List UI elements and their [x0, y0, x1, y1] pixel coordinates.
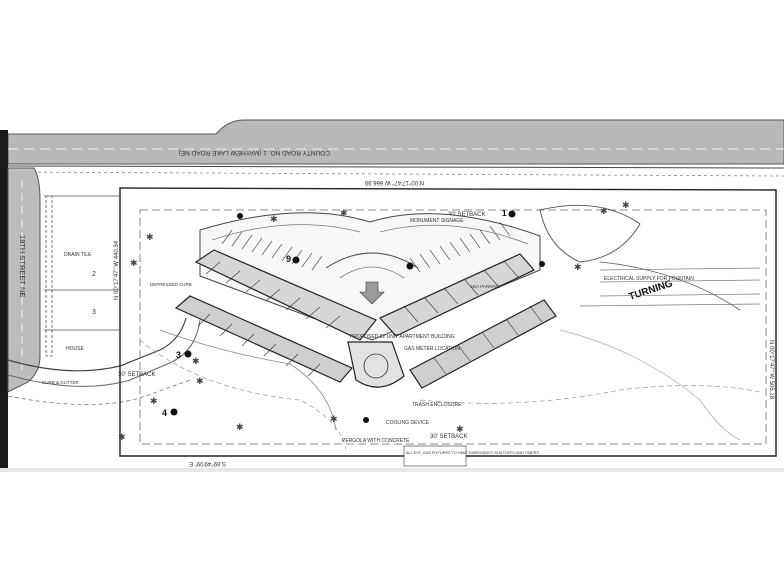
parking-lot [199, 212, 541, 341]
setback-label-top: 30' SETBACK [448, 212, 486, 218]
road-edge-line [7, 165, 784, 169]
svg-text:9: 9 [286, 254, 291, 264]
gas-meter-label: GAS METER LOCATION [404, 346, 460, 352]
setback-label-left: 30' SETBACK [118, 372, 156, 378]
tree-symbols: ✱ ✱ ✱ ✱ ✱ ✱ ✱ ✱ ✱ ✱ ✱ ✱ ✱ ✱ [118, 201, 630, 443]
street-curve-3 [7, 379, 191, 405]
drive-aisle-right [379, 224, 529, 245]
svg-text:1: 1 [502, 209, 507, 218]
drain-tile-label: DRAIN TILE [64, 252, 92, 258]
parking-stalls-right [409, 221, 511, 273]
building-wing-lower-right [409, 299, 557, 389]
svg-text:✱: ✱ [118, 433, 126, 443]
central-lobby [347, 341, 405, 388]
building-wing-upper-left [194, 249, 377, 341]
setback-line [139, 209, 767, 445]
courtyard-circle [363, 353, 389, 379]
svg-text:✱: ✱ [192, 357, 200, 367]
monument-sign-label: MONUMENT SIGNAGE [410, 218, 464, 224]
ada-parking-label: ADA PARKING [470, 284, 501, 289]
setback-label-bottom: 30' SETBACK [430, 434, 468, 440]
marker-4: 4 [162, 408, 178, 418]
marker-9: 9 [286, 254, 300, 264]
note-fixtures-label: ALL EXT. GAS FIXTURES TO HAVE EMERGENCY … [406, 451, 539, 455]
pergola-label: PERGOLA WITH CONCRETE [342, 438, 410, 444]
svg-text:✱: ✱ [456, 425, 464, 435]
turning-path [599, 261, 741, 311]
building-wing-lower-left [174, 295, 353, 383]
building-wing-upper-right [379, 253, 535, 337]
street-curve-2 [7, 319, 201, 387]
svg-text:✱: ✱ [236, 423, 244, 433]
marker-dot-right [539, 261, 545, 267]
svg-text:✱: ✱ [130, 259, 138, 269]
svg-text:✱: ✱ [146, 233, 154, 243]
marker-3: 3 [176, 350, 192, 360]
contour-1 [159, 329, 337, 431]
marker-dot-bottom [363, 417, 369, 423]
bottom-edge [0, 468, 784, 472]
dimension-lines [579, 267, 761, 307]
svg-text:✱: ✱ [574, 263, 582, 273]
house-label: HOUSE [66, 346, 84, 352]
lot-3-label: 3 [92, 309, 96, 316]
18th-street-band [7, 167, 41, 393]
bearing-bottom-label: S 89°49'09" E [189, 460, 226, 466]
unit-divisions [197, 260, 543, 377]
curb-gutter-label: CURB & GUTTER [42, 380, 80, 385]
depressed-curb-label: DEPRESSED CURB [150, 282, 192, 287]
svg-text:✱: ✱ [340, 209, 348, 219]
property-boundary [119, 187, 777, 457]
marker-dot-top [237, 213, 243, 219]
lot-2-label: 2 [92, 271, 96, 278]
cooling-device-label: COOLING DEVICE [386, 420, 430, 426]
note-box [403, 445, 467, 467]
county-road-band [7, 119, 784, 165]
contour-2 [139, 339, 347, 451]
svg-text:✱: ✱ [150, 397, 158, 407]
pond-outline [539, 204, 641, 263]
svg-text:✱: ✱ [622, 201, 630, 211]
contour-4 [559, 329, 741, 441]
18th-street-label: 18TH STREET NE [18, 235, 27, 297]
svg-text:✱: ✱ [196, 377, 204, 387]
entry-drive-arc [325, 252, 419, 269]
proposed-building-label: PROPOSED 52 UNIT APARTMENT BUILDING [350, 334, 455, 340]
marker-1: 1 [502, 209, 516, 218]
svg-text:✱: ✱ [330, 415, 338, 425]
left-parcel-lines [44, 195, 120, 357]
drive-aisle-left [211, 224, 361, 241]
entry-arrow-icon [359, 281, 385, 305]
svg-text:3: 3 [176, 350, 181, 360]
county-road-label: COUNTY ROAD NO. 1 (MAYHEW LAKE ROAD NE) [179, 149, 330, 156]
entry-drive-arc-inner [339, 266, 405, 279]
trash-enclosure-label: TRASH ENCLOSURE [412, 402, 462, 408]
electrical-label: ELECTRICAL SUPPLY FOR FOUNTAIN [604, 276, 694, 282]
bearing-top-label: N 00°17'47" W 666.99 [364, 179, 424, 185]
bearing-right-label: N 00°17'47" W 505.18 [768, 340, 774, 400]
row-line [7, 171, 784, 177]
image-left-edge [0, 130, 8, 470]
svg-text:✱: ✱ [270, 215, 278, 225]
svg-text:✱: ✱ [600, 207, 608, 217]
contour-3 [419, 385, 761, 404]
bearing-left-label: N 00°17'47" W 440.34 [114, 240, 120, 300]
marker-9b [406, 262, 414, 270]
svg-text:4: 4 [162, 408, 167, 418]
